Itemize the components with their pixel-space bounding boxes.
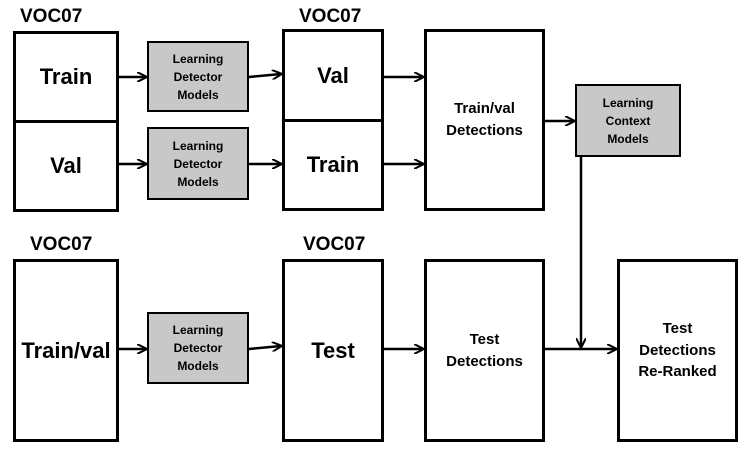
test-split-label: Test: [311, 337, 355, 363]
learning-context-models: Learning Context Models: [575, 84, 681, 157]
voc07-label-bottom-mid: VOC07: [303, 234, 366, 255]
train-split-box: Train: [13, 31, 119, 123]
val-eval-box: Val: [282, 29, 384, 122]
test-detections-label: Test Detections: [446, 330, 523, 370]
arrow-ldm1-to-val: [248, 74, 281, 77]
arrow-ldm3-to-test: [248, 346, 281, 349]
test-detections-reranked-box: Test Detections Re-Ranked: [617, 259, 738, 442]
trainval-detections-box: Train/val Detections: [424, 29, 545, 211]
voc07-label-bottom-left: VOC07: [30, 234, 93, 255]
test-detections-box: Test Detections: [424, 259, 545, 442]
test-split-box: Test: [282, 259, 384, 442]
lcm-label: Learning Context Models: [602, 95, 654, 146]
train-split-label: Train: [39, 64, 93, 89]
voc07-label-top-mid: VOC07: [299, 6, 362, 27]
val-split-label: Val: [50, 153, 82, 178]
val-eval-label: Val: [317, 62, 349, 88]
learning-detector-models-2: Learning Detector Models: [147, 127, 249, 200]
learning-detector-models-3: Learning Detector Models: [147, 312, 249, 384]
trainval-split-label: Train/val: [21, 337, 111, 363]
trainval-split-box: Train/val: [13, 259, 119, 442]
trainval-detections-label: Train/val Detections: [446, 100, 523, 139]
train-eval-box: Train: [282, 119, 384, 211]
learning-detector-models-1: Learning Detector Models: [147, 41, 249, 112]
ldm-3-label: Learning Detector Models: [172, 323, 224, 373]
ldm-1-label: Learning Detector Models: [172, 51, 224, 102]
val-split-box: Val: [13, 120, 119, 212]
voc07-label-top-left: VOC07: [20, 6, 83, 27]
ldm-2-label: Learning Detector Models: [172, 138, 224, 189]
test-detections-reranked-label: Test Detections Re-Ranked: [638, 319, 717, 381]
train-eval-label: Train: [306, 152, 360, 177]
